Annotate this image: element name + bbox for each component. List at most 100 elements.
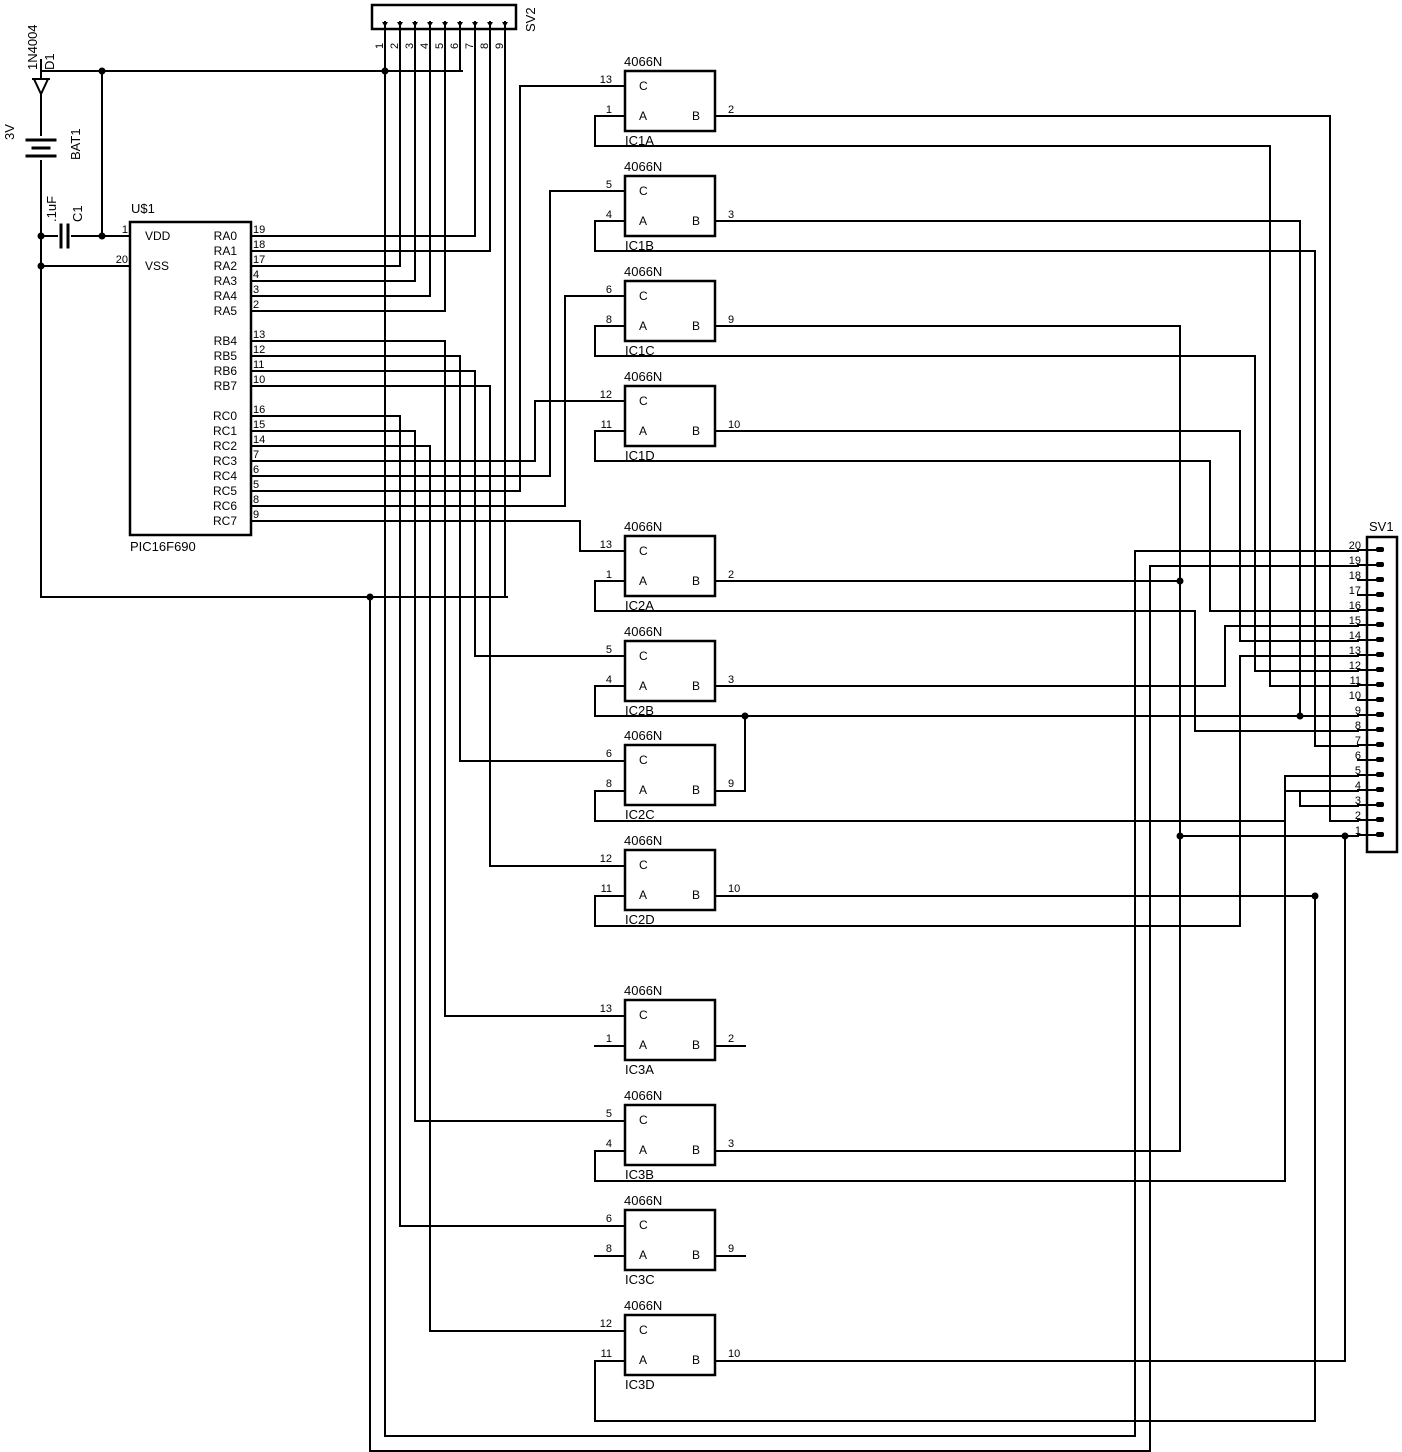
- gate-b-label: B: [692, 319, 700, 333]
- gate-c-label: C: [639, 1113, 648, 1127]
- gate-b-label: B: [692, 1248, 700, 1262]
- wire-22: [714, 115, 1359, 822]
- gate-ref: IC2C: [625, 807, 655, 822]
- junction-dot-7: [1296, 712, 1304, 720]
- wire-13: [250, 415, 626, 1227]
- sv1-pin-num-7: 7: [1355, 735, 1361, 747]
- gate-c-label: C: [639, 79, 648, 93]
- mcu-pin-label-ra1: RA1: [214, 244, 238, 258]
- gate-part: 4066N: [624, 54, 662, 69]
- sv1-pin-mark-3: [1376, 802, 1384, 807]
- wire-43: [594, 895, 1316, 1422]
- mcu-pin-num-rc4: 6: [253, 464, 259, 476]
- gate-c-pin: 5: [606, 179, 612, 191]
- gate-a-pin: 8: [606, 778, 612, 790]
- gate-b-pin: 10: [728, 1348, 740, 1360]
- gate-ref: IC1C: [625, 343, 655, 358]
- junction-dot-6: [1176, 577, 1184, 585]
- wire-24: [714, 220, 1301, 717]
- gate-part: 4066N: [624, 833, 662, 848]
- gate-b-label: B: [692, 1143, 700, 1157]
- wire-9: [250, 340, 626, 1017]
- sv2-pin-mark-6: [457, 22, 463, 27]
- sv1-pin-num-6: 6: [1355, 750, 1361, 762]
- wire-21: [594, 115, 1359, 687]
- gate-b-pin: 2: [728, 1033, 734, 1045]
- gate-body: [623, 1208, 717, 1272]
- gate-b-label: B: [692, 424, 700, 438]
- gate-part: 4066N: [624, 624, 662, 639]
- gate-ref: IC2D: [625, 912, 655, 927]
- gate-a-label: A: [639, 424, 647, 438]
- sv2-pin-num-2: 2: [389, 43, 401, 49]
- gate-part: 4066N: [624, 1088, 662, 1103]
- mcu-pin-num-rb4: 13: [253, 329, 265, 341]
- sv2-pin-num-7: 7: [464, 43, 476, 49]
- gate-c-label: C: [639, 184, 648, 198]
- gate-a-pin: 11: [601, 1348, 612, 1360]
- junction-dot-8: [741, 712, 749, 720]
- gate-c-pin: 6: [606, 748, 612, 760]
- diode-part-label: 1N4004: [25, 24, 40, 70]
- gate-ref: IC3D: [625, 1377, 655, 1392]
- wire-46: [369, 565, 1359, 1452]
- gate-ref: IC2A: [625, 598, 654, 613]
- gate-ref: IC3B: [625, 1167, 654, 1182]
- wire-31: [594, 685, 1359, 717]
- sv1-pin-mark-8: [1376, 727, 1384, 732]
- sv1-pin-mark-5: [1376, 772, 1384, 777]
- gate-c-pin: 13: [600, 74, 612, 86]
- gate-c-label: C: [639, 394, 648, 408]
- gate-c-label: C: [639, 289, 648, 303]
- gate-body: [623, 1103, 717, 1167]
- junction-dot-2: [98, 232, 106, 240]
- wire-41: [594, 790, 1359, 1182]
- sv1-pin-mark-6: [1376, 757, 1384, 762]
- gate-b-pin: 3: [728, 209, 734, 221]
- sv1-pin-mark-2: [1376, 817, 1384, 822]
- gate-body: [623, 384, 717, 448]
- sv1-body: [1365, 535, 1399, 854]
- sv2-pin-num-9: 9: [494, 43, 506, 49]
- wire-17: [250, 190, 626, 477]
- wire-15: [250, 445, 626, 1332]
- sv2-ref: SV2: [523, 7, 538, 32]
- sv1-pin-mark-12: [1376, 667, 1384, 672]
- mcu-pin-num-rc1: 15: [253, 419, 265, 431]
- wire-23: [594, 220, 1359, 747]
- gate-a-pin: 8: [606, 314, 612, 326]
- mcu-pin-label-ra5: RA5: [214, 304, 238, 318]
- gate-a-label: A: [639, 888, 647, 902]
- mcu-pin-label-vdd: VDD: [145, 229, 171, 243]
- mcu-pin-num-rc0: 16: [253, 404, 265, 416]
- gate-c-pin: 6: [606, 284, 612, 296]
- gate-a-pin: 1: [606, 569, 612, 581]
- sv1-pin-mark-13: [1376, 652, 1384, 657]
- gate-b-label: B: [692, 783, 700, 797]
- gate-body: [623, 743, 717, 807]
- wire-25: [594, 325, 1359, 672]
- sv1-pin-num-5: 5: [1355, 765, 1361, 777]
- sv1-pin-num-8: 8: [1355, 720, 1361, 732]
- gate-c-label: C: [639, 858, 648, 872]
- wire-32: [714, 625, 1359, 687]
- sv1-pin-mark-11: [1376, 682, 1384, 687]
- mcu-pin-label-rb4: RB4: [214, 334, 238, 348]
- gate-part: 4066N: [624, 369, 662, 384]
- junction-dot-11: [1311, 892, 1319, 900]
- gate-b-pin: 9: [728, 778, 734, 790]
- mcu-pin-label-rc2: RC2: [213, 439, 237, 453]
- gate-b-pin: 2: [728, 569, 734, 581]
- gate-c-pin: 6: [606, 1213, 612, 1225]
- junction-dot-10: [1341, 832, 1349, 840]
- sv2-pin-mark-3: [412, 22, 418, 27]
- gate-c-pin: 5: [606, 644, 612, 656]
- gate-b-pin: 9: [728, 1243, 734, 1255]
